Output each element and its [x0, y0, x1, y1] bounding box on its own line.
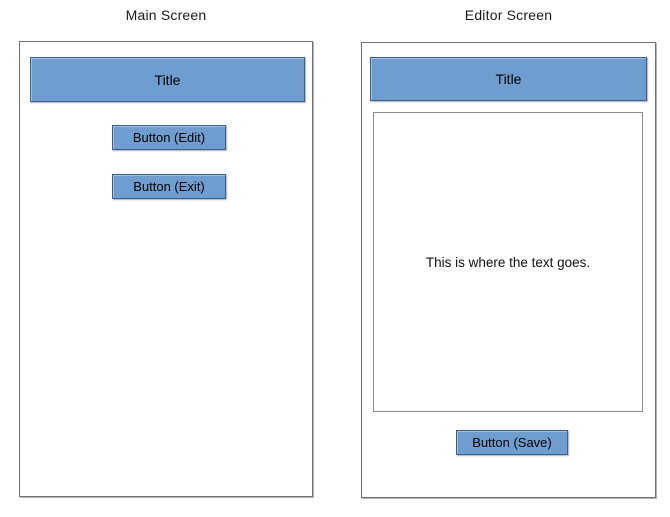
exit-button[interactable]: Button (Exit) [112, 174, 226, 199]
save-button[interactable]: Button (Save) [456, 430, 568, 455]
main-screen-heading: Main Screen [125, 7, 207, 23]
main-screen-panel: Title Button (Edit) Button (Exit) [19, 41, 313, 497]
editor-title-bar: Title [370, 57, 647, 101]
editor-screen-panel: Title This is where the text goes. Butto… [361, 42, 656, 498]
edit-button[interactable]: Button (Edit) [112, 125, 226, 150]
editor-text-area[interactable]: This is where the text goes. [373, 112, 643, 412]
main-title-bar: Title [30, 57, 305, 102]
editor-screen-heading: Editor Screen [464, 7, 553, 23]
